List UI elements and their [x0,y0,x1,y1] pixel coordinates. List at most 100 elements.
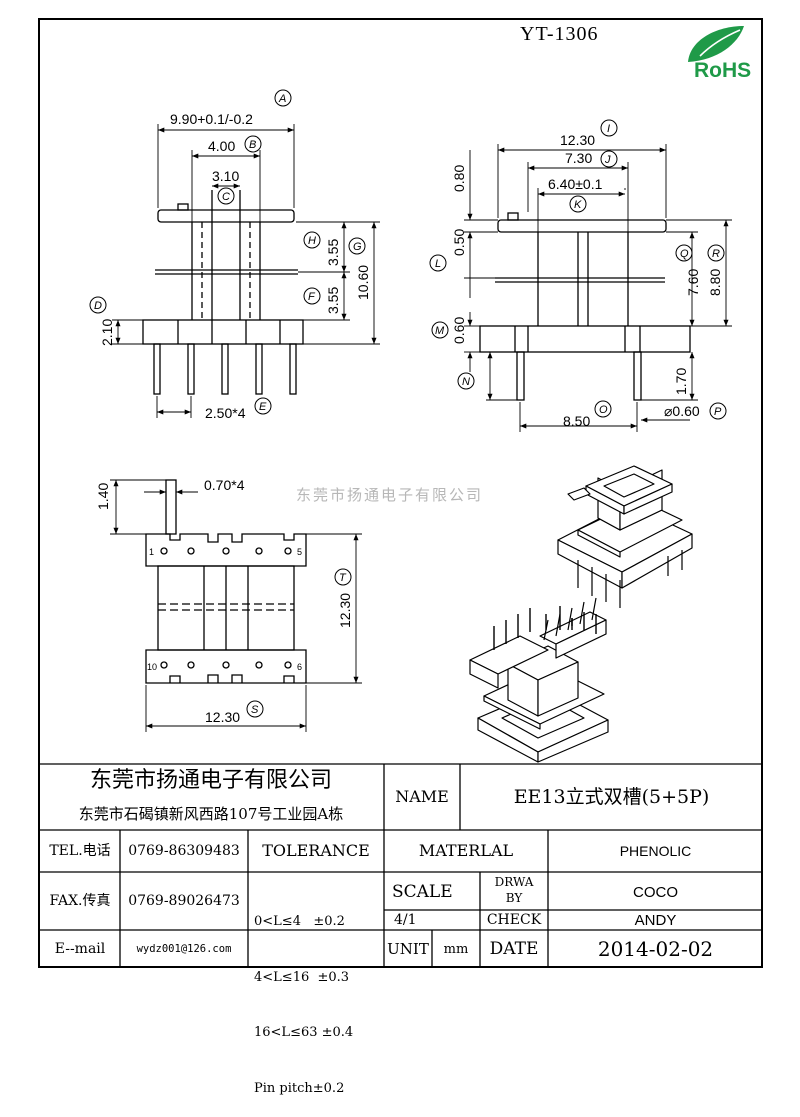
svg-text:H: H [308,235,316,247]
label-i: I [600,119,618,137]
top-view-dims: 0.70*4 1.40 12.30 12.30 [95,477,353,725]
side-view-labels: A B C D E F G H [89,89,366,415]
dim-k: 6.40±0.1 [548,176,603,192]
label-c: C [217,187,235,205]
tolerance-row-2: 4<L≤16 ±0.3 [254,969,350,985]
dim-s: 12.30 [205,709,240,725]
svg-text:P: P [714,406,722,418]
label-d: D [89,296,107,314]
svg-text:A: A [278,93,286,105]
technical-drawing: 9.90+0.1/-0.2 4.00 3.10 2.10 2.50*4 3.55… [89,89,732,763]
label-f: F [303,287,321,305]
tolerance-row-1: 0<L≤4 ±0.2 [254,914,345,929]
watermark: 东莞市扬通电子有限公司 [296,486,484,504]
svg-text:I: I [607,123,610,135]
check-value: ANDY [634,911,677,929]
label-o: O [594,400,612,418]
dim-f: 3.55 [325,287,341,314]
company-address: 东莞市石碣镇新风西路107号工业园A栋 [78,804,344,823]
pin-5-mark: 5 [297,547,302,557]
title-block-grid [38,763,763,968]
dim-pin: 1.70 [673,368,689,395]
label-n: N [457,372,475,390]
name-label: NAME [395,787,449,806]
dim-m: 0.60 [451,317,467,344]
email-label: E--mail [54,941,106,957]
dim-t: 12.30 [337,593,353,628]
label-g: G [348,237,366,255]
front-view-dims: 12.30 7.30 6.40±0.1 0.80 0.50 0.60 8.50 … [451,132,723,429]
drawn-by-label: DRWA BY [494,875,534,905]
label-a: A [274,89,292,107]
dim-b: 4.00 [208,138,235,154]
label-e: E [254,397,272,415]
top-view-pin-marks: 1 5 6 10 [147,547,302,672]
dim-l: 0.50 [451,229,467,256]
isometric-view-bottom [469,597,609,763]
dim-q: 7.60 [685,269,701,296]
dim-r: 8.80 [707,269,723,296]
dim-pin-width: 0.70*4 [204,477,245,493]
name-value: EE13立式双槽(5+5P) [513,785,710,808]
material-value: PHENOLIC [619,843,692,859]
svg-text:L: L [435,258,441,270]
svg-text:M: M [435,325,445,337]
scale-value: 4/1 [394,912,417,928]
check-label: CHECK [486,912,542,928]
tel-value: 0769-86309483 [128,843,240,859]
label-p: P [709,402,727,420]
drawing-frame [38,18,763,968]
tolerance-row-4: Pin pitch±0.2 [254,1080,345,1096]
label-q: Q [675,244,693,262]
unit-value: mm [443,941,469,957]
material-label: MATERLAL [418,841,514,860]
dim-j: 7.30 [565,150,592,166]
fax-value: 0769-89026473 [128,893,240,909]
date-value: 2014-02-02 [597,937,714,961]
tel-label: TEL.电话 [49,843,111,859]
svg-text:R: R [712,248,720,260]
svg-text:G: G [353,241,362,253]
top-view [110,479,362,732]
dim-d: 2.10 [99,319,115,346]
drawn-by-value: COCO [633,883,678,901]
top-view-labels: T S [246,568,352,718]
dim-o: 8.50 [563,413,590,429]
side-view-dims: 9.90+0.1/-0.2 4.00 3.10 2.10 2.50*4 3.55… [99,111,371,421]
svg-text:D: D [94,300,102,312]
label-l: L [429,254,447,272]
svg-text:K: K [574,199,582,211]
tolerance-row-3: 16<L≤63 ±0.4 [254,1025,354,1040]
isometric-view-top [557,465,693,608]
svg-text:C: C [222,191,230,203]
label-b: B [244,135,262,153]
svg-text:F: F [308,291,316,303]
front-view [464,144,732,432]
part-number: YT-1306 [520,23,599,45]
front-view-labels: I J K L M N O P Q R [429,119,727,420]
pin-6-mark: 6 [297,662,302,672]
dim-i: 12.30 [560,132,595,148]
dim-pin-height: 1.40 [95,483,111,510]
dim-a: 9.90+0.1/-0.2 [170,111,253,127]
svg-text:S: S [251,704,259,716]
svg-text:B: B [249,139,256,151]
label-j: J [600,150,618,168]
tolerance-label: TOLERANCE [262,841,370,860]
label-m: M [431,321,449,339]
scale-label: SCALE [392,881,453,902]
svg-text:O: O [599,404,608,416]
side-view [112,124,380,418]
label-s: S [246,700,264,718]
date-label: DATE [489,938,539,959]
dim-h: 3.55 [325,239,341,266]
label-k: K [569,195,587,213]
label-h: H [303,231,321,249]
dim-e: 2.50*4 [205,405,246,421]
svg-text:J: J [604,154,611,166]
dim-c: 3.10 [212,168,239,184]
dim-top: 0.80 [451,165,467,192]
pin-1-mark: 1 [149,547,154,557]
svg-text:N: N [462,376,470,388]
svg-text:Q: Q [680,248,689,260]
